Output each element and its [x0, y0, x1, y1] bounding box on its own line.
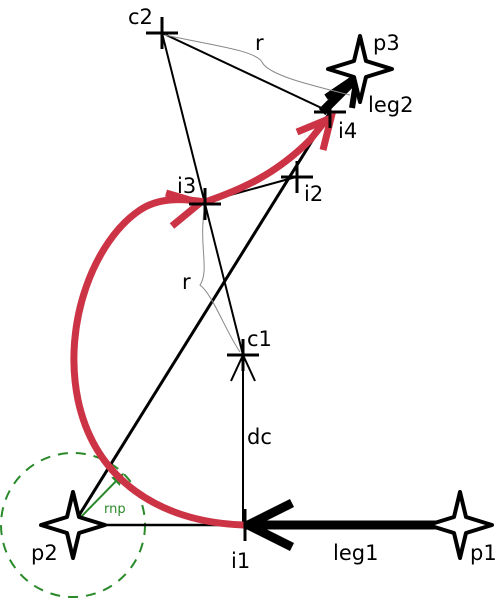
r-brace-lower: [199, 204, 241, 353]
p1-waypoint-icon: [426, 490, 494, 560]
p2-waypoint-icon: [39, 490, 107, 560]
label-i3: i3: [177, 174, 196, 198]
label-i1: i1: [231, 549, 250, 573]
label-c1: c1: [247, 327, 272, 351]
label-p2: p2: [31, 541, 58, 565]
label-c2: c2: [128, 5, 153, 29]
c2-i4-line: [161, 32, 331, 113]
diagonal-p2-i4: [71, 111, 332, 526]
label-leg2: leg2: [368, 93, 413, 117]
label-leg1: leg1: [333, 541, 378, 565]
label-p3: p3: [373, 31, 400, 55]
label-i4: i4: [338, 119, 357, 143]
label-r-upper: r: [255, 31, 264, 55]
label-dc: dc: [247, 425, 272, 449]
label-i2: i2: [304, 182, 323, 206]
i4-marker: [314, 96, 346, 128]
label-rnp: rnp: [104, 502, 126, 517]
turn-arc: [70, 116, 330, 529]
label-r-lower: r: [182, 270, 191, 294]
i2-marker: [281, 161, 313, 193]
c2-marker: [146, 17, 178, 49]
leg1-arrowhead: [237, 498, 295, 552]
p3-waypoint-icon: [326, 34, 394, 104]
c1-marker: [227, 339, 259, 371]
c1-c2-line: [161, 32, 244, 356]
i3-marker: [189, 188, 221, 220]
r-brace-upper: [164, 34, 351, 96]
rnp-radius-arrow: [75, 473, 124, 523]
label-p1: p1: [470, 541, 497, 565]
